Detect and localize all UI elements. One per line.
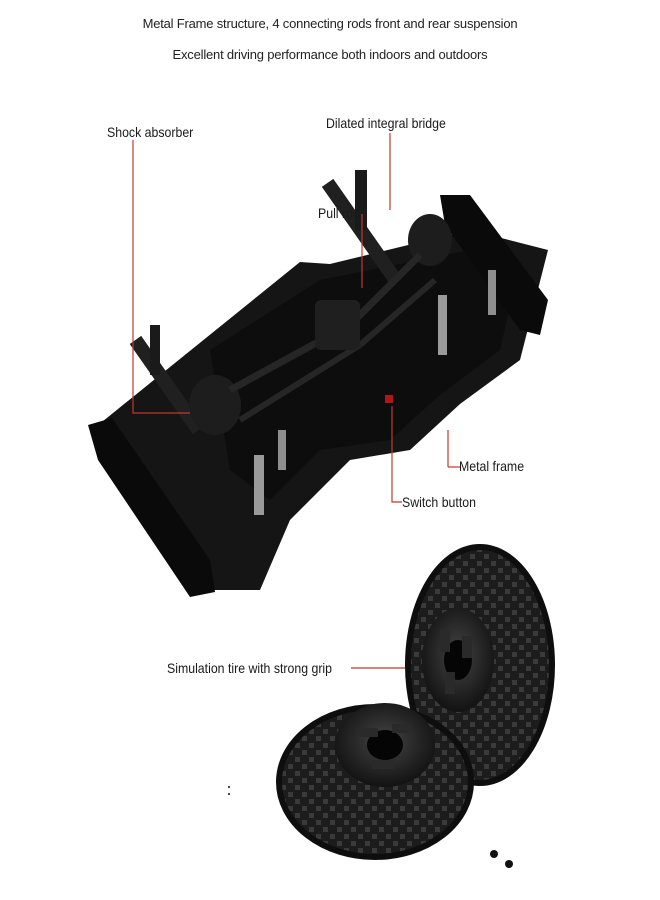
- headline-line-2: Excellent driving performance both indoo…: [172, 47, 488, 62]
- callout-metal-frame: Metal frame: [459, 458, 525, 474]
- leader-lines: [132, 133, 460, 669]
- callout-tire: Simulation tire with strong grip: [167, 660, 333, 676]
- chassis: [88, 170, 548, 597]
- shock-absorbers: [254, 270, 496, 515]
- callout-switch-button: Switch button: [402, 494, 476, 510]
- switch-button: [385, 395, 393, 403]
- callout-integral-bridge: Dilated integral bridge: [326, 115, 446, 131]
- headline-line-1: Metal Frame structure, 4 connecting rods…: [142, 16, 518, 31]
- callout-shock-absorber: Shock absorber: [107, 124, 194, 140]
- tires: [276, 544, 555, 860]
- callout-pull-rod: Pull rod: [318, 205, 360, 221]
